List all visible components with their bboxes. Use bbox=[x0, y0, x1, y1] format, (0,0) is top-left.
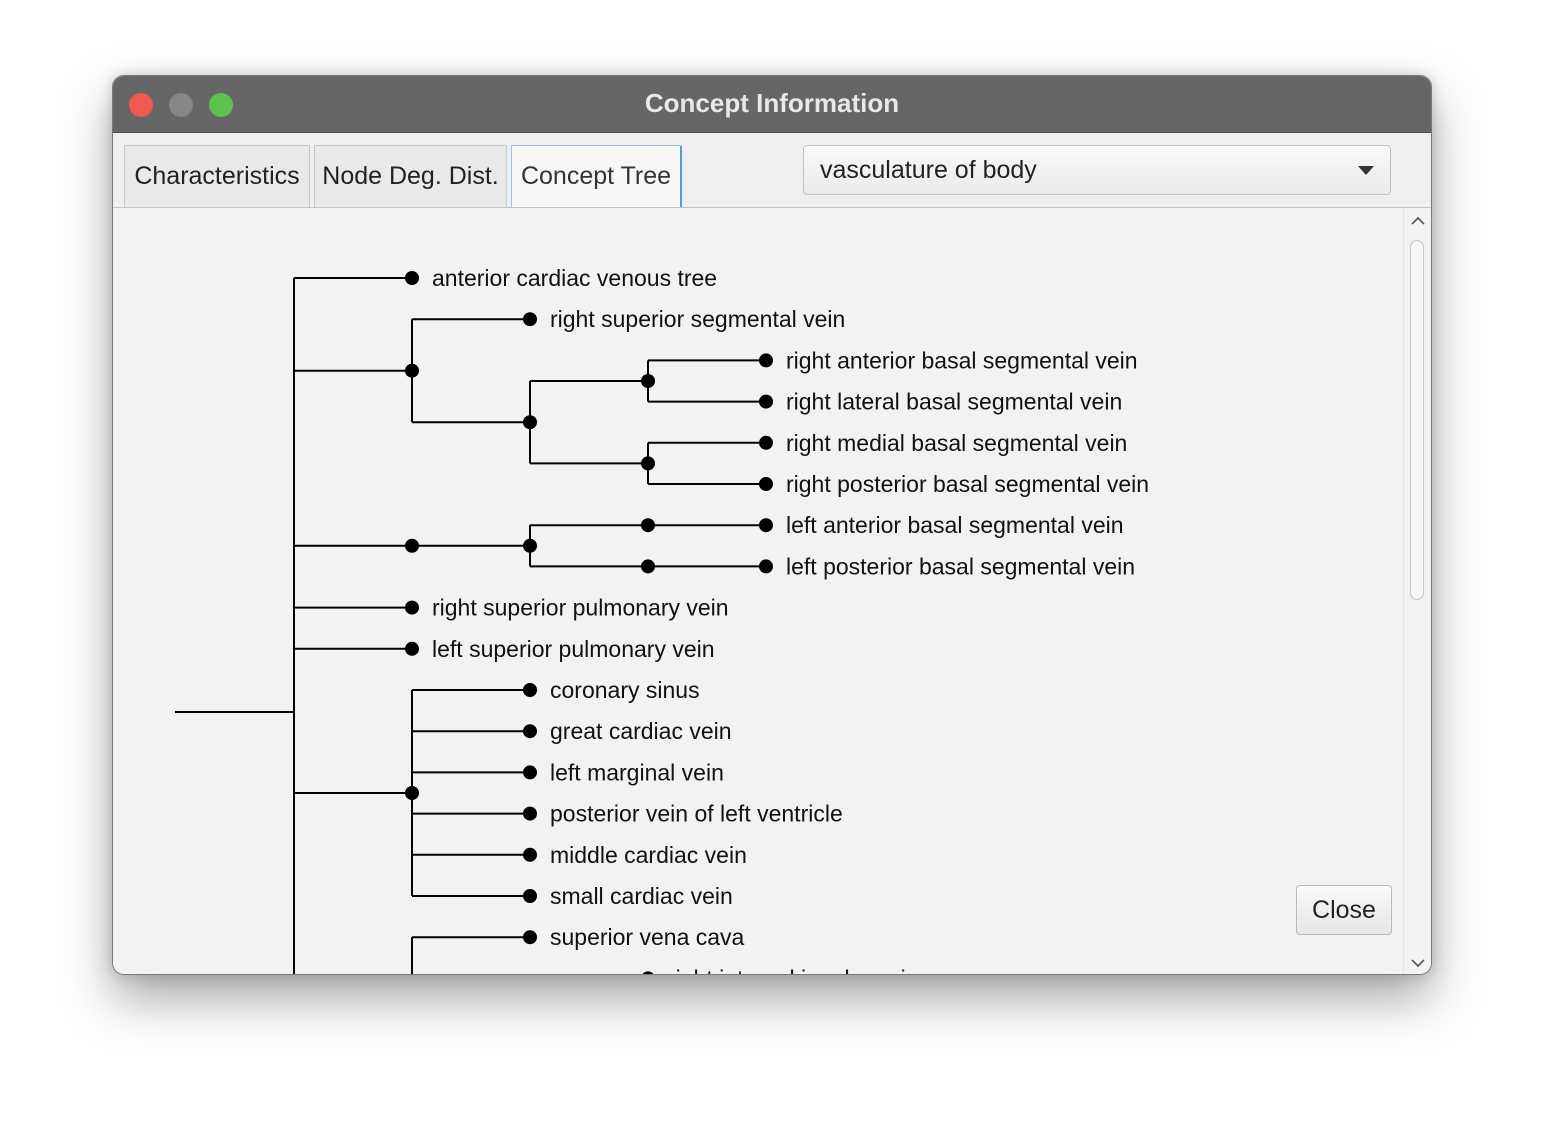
tree-leaf-node[interactable] bbox=[523, 765, 537, 780]
scroll-thumb[interactable] bbox=[1410, 240, 1424, 600]
tree-leaf-label[interactable]: posterior vein of left ventricle bbox=[550, 801, 843, 827]
tree-leaf-label[interactable]: right lateral basal segmental vein bbox=[786, 389, 1122, 415]
tree-nodes bbox=[405, 271, 773, 975]
scroll-up-icon[interactable] bbox=[1411, 214, 1425, 228]
tree-edges bbox=[175, 277, 766, 974]
tree-internal-node[interactable] bbox=[523, 538, 537, 553]
window-maximize-icon[interactable] bbox=[209, 93, 233, 117]
tree-leaf-label[interactable]: right medial basal segmental vein bbox=[786, 430, 1127, 456]
tree-leaf-node[interactable] bbox=[523, 683, 537, 697]
concept-tree-canvas[interactable]: anterior cardiac venous tree right superi… bbox=[113, 208, 1403, 975]
tab-characteristics[interactable]: Characteristics bbox=[124, 145, 310, 207]
tree-leaf-label[interactable]: right anterior basal segmental vein bbox=[786, 347, 1138, 373]
tree-leaf-label[interactable]: left marginal vein bbox=[550, 759, 724, 785]
tree-leaf-node[interactable] bbox=[523, 724, 537, 739]
tree-leaf-label[interactable]: coronary sinus bbox=[550, 677, 700, 703]
tree-internal-node[interactable] bbox=[405, 786, 419, 800]
title-bar[interactable]: Concept Information bbox=[113, 76, 1431, 133]
tree-labels: anterior cardiac venous tree right superi… bbox=[432, 265, 1149, 975]
tree-leaf-node[interactable] bbox=[405, 271, 419, 285]
tree-internal-node[interactable] bbox=[641, 559, 655, 574]
tree-leaf-node[interactable] bbox=[523, 847, 537, 862]
tree-leaf-node[interactable] bbox=[641, 971, 655, 975]
tree-internal-node[interactable] bbox=[641, 518, 655, 533]
tree-leaf-label[interactable]: right superior pulmonary vein bbox=[432, 595, 729, 621]
tree-leaf-label[interactable]: anterior cardiac venous tree bbox=[432, 265, 717, 291]
tree-internal-node[interactable] bbox=[405, 363, 419, 378]
concept-information-window: Concept Information Characteristics Node… bbox=[112, 75, 1432, 975]
tree-leaf-label[interactable]: small cardiac vein bbox=[550, 883, 733, 909]
tree-leaf-node[interactable] bbox=[759, 518, 773, 533]
tree-leaf-node[interactable] bbox=[523, 889, 537, 903]
tree-leaf-node[interactable] bbox=[759, 353, 773, 368]
tree-internal-node[interactable] bbox=[641, 456, 655, 471]
tree-leaf-node[interactable] bbox=[523, 312, 537, 327]
tree-leaf-label[interactable]: middle cardiac vein bbox=[550, 842, 747, 868]
tree-leaf-node[interactable] bbox=[759, 394, 773, 409]
tab-node-deg-dist[interactable]: Node Deg. Dist. bbox=[314, 145, 507, 207]
tree-leaf-node[interactable] bbox=[523, 806, 537, 821]
tree-leaf-label[interactable]: left superior pulmonary vein bbox=[432, 636, 715, 662]
concept-select-value: vasculature of body bbox=[820, 156, 1037, 184]
scroll-down-icon[interactable] bbox=[1411, 956, 1425, 970]
tree-internal-node[interactable] bbox=[405, 538, 419, 553]
tree-internal-node[interactable] bbox=[641, 374, 655, 388]
chevron-down-icon[interactable] bbox=[1358, 166, 1374, 175]
vertical-scrollbar[interactable] bbox=[1403, 208, 1431, 974]
tree-internal-node[interactable] bbox=[523, 415, 537, 430]
tree-leaf-label[interactable]: superior vena cava bbox=[550, 924, 745, 950]
close-button[interactable]: Close bbox=[1296, 885, 1392, 935]
tab-concept-tree[interactable]: Concept Tree bbox=[511, 145, 682, 207]
tree-leaf-node[interactable] bbox=[523, 930, 537, 945]
tab-strip: Characteristics Node Deg. Dist. Concept … bbox=[113, 133, 1431, 208]
tree-leaf-label[interactable]: left posterior basal segmental vein bbox=[786, 553, 1135, 579]
tree-leaf-node[interactable] bbox=[405, 600, 419, 615]
tree-leaf-node[interactable] bbox=[759, 435, 773, 450]
tree-leaf-node[interactable] bbox=[759, 477, 773, 491]
tree-leaf-label[interactable]: right posterior basal segmental vein bbox=[786, 471, 1149, 497]
concept-tree-diagram: anterior cardiac venous tree right superi… bbox=[175, 265, 1149, 975]
window-title: Concept Information bbox=[644, 88, 900, 118]
tree-leaf-label[interactable]: right superior segmental vein bbox=[550, 306, 845, 332]
tree-leaf-node[interactable] bbox=[405, 641, 419, 656]
window-close-icon[interactable] bbox=[129, 93, 153, 117]
window-minimize-icon[interactable] bbox=[169, 93, 193, 117]
tree-leaf-label[interactable]: great cardiac vein bbox=[550, 718, 732, 744]
tree-leaf-label[interactable]: left anterior basal segmental vein bbox=[786, 512, 1124, 538]
concept-select[interactable]: vasculature of body bbox=[803, 145, 1391, 195]
tree-leaf-node[interactable] bbox=[759, 559, 773, 574]
tree-leaf-label[interactable]: right internal jugular vein bbox=[668, 965, 919, 975]
